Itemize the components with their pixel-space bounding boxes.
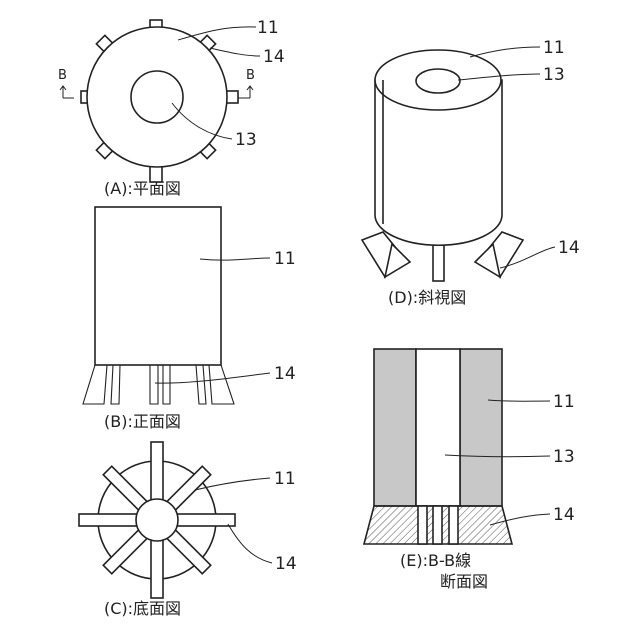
section-hole (416, 349, 460, 506)
caption-e-line1: (E):B-B線 (400, 551, 471, 570)
section-fin-slot (449, 506, 458, 544)
label-14-b: 14 (274, 364, 296, 384)
section-fin-slot (418, 506, 427, 544)
leader-14-c (228, 524, 272, 563)
persp-fin-front (433, 245, 444, 281)
label-11-e: 11 (553, 392, 575, 412)
label-13-e: 13 (553, 447, 575, 467)
caption-b: (B):正面図 (104, 412, 181, 431)
persp-hole (416, 69, 460, 93)
section-view: 11 13 14 (E):B-B線 断面図 (364, 349, 575, 591)
plan-hole (131, 71, 183, 123)
label-14-e: 14 (553, 505, 575, 525)
caption-a: (A):平面図 (104, 179, 181, 198)
front-view: 11 14 (B):正面図 (83, 207, 296, 431)
plan-view: B B 11 14 13 (A):平面図 (58, 18, 285, 198)
section-wall-right (460, 349, 502, 506)
section-mark-left: B (58, 68, 67, 83)
label-14-c: 14 (275, 554, 297, 574)
bottom-view: 11 14 (C):底面図 (79, 442, 297, 618)
label-13-d: 13 (543, 65, 565, 85)
front-fin (111, 365, 120, 404)
bottom-hole (136, 499, 178, 541)
section-fin-slot (433, 506, 442, 544)
label-11-c: 11 (274, 469, 296, 489)
front-fin (196, 365, 206, 404)
perspective-view: 11 13 14 (D):斜視図 (362, 38, 580, 307)
leader-11-e (488, 400, 550, 401)
section-mark-right: B (246, 68, 255, 83)
front-fin (163, 365, 170, 404)
label-11-a: 11 (257, 18, 279, 38)
caption-e-line2: 断面図 (440, 572, 488, 591)
section-arrow-right (238, 86, 253, 98)
label-14-a: 14 (263, 47, 285, 67)
label-13-a: 13 (235, 130, 257, 150)
leader-14-a (210, 48, 260, 56)
caption-d: (D):斜視図 (388, 288, 466, 307)
leader-14-b (155, 373, 270, 383)
leader-11-d (470, 47, 540, 57)
front-fin (83, 365, 107, 404)
caption-c: (C):底面図 (104, 599, 181, 618)
label-11-d: 11 (543, 38, 565, 58)
section-arrow-left (60, 86, 74, 98)
front-body (95, 207, 221, 365)
front-fin (209, 365, 234, 404)
label-11-b: 11 (274, 249, 296, 269)
front-fin (150, 365, 158, 404)
section-wall-left (374, 349, 416, 506)
label-14-d: 14 (558, 238, 580, 258)
